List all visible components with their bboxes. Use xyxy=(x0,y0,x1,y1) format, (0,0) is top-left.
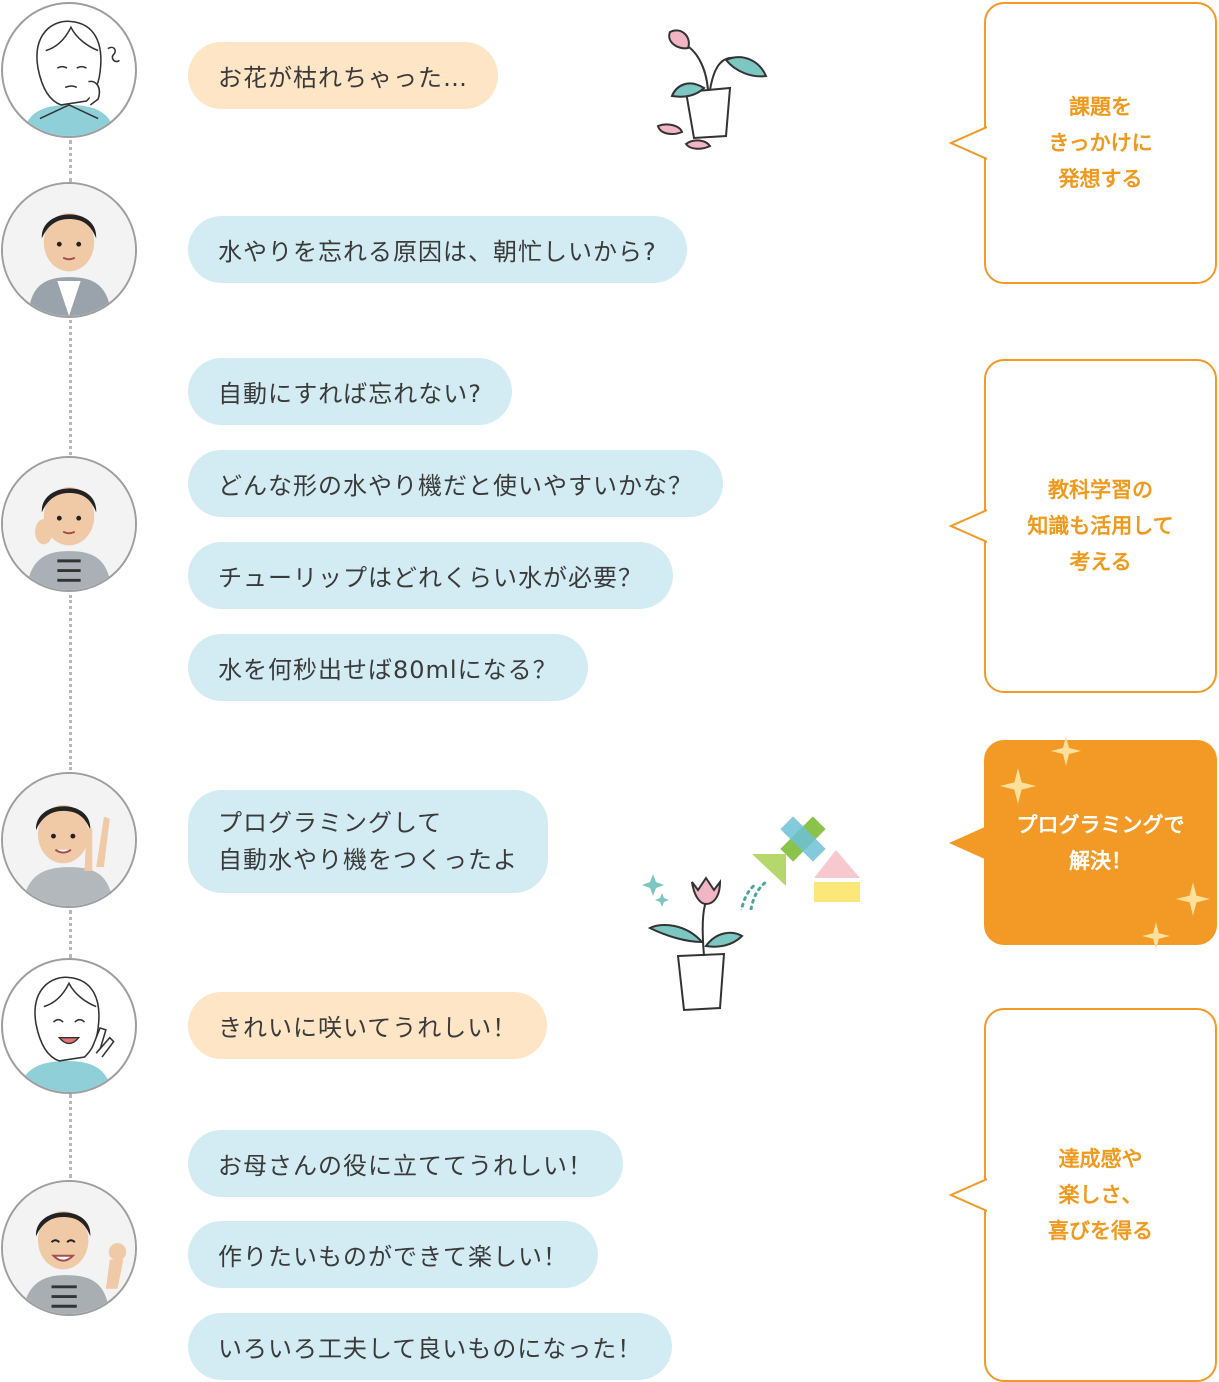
timeline-connector xyxy=(69,1094,72,1178)
callout-pointer xyxy=(949,126,987,160)
callout-box-highlight: プログラミングで 解決！ xyxy=(949,736,1217,950)
callout-box: 達成感や 楽しさ、 喜びを得る xyxy=(949,1008,1217,1382)
bubble-text: いろいろ工夫して良いものになった！ xyxy=(218,1335,643,1363)
boy-fist-pump-photo xyxy=(3,1182,135,1314)
speech-bubble: 作りたいものができて楽しい！ xyxy=(188,1221,598,1288)
boy-pointing-photo xyxy=(3,774,135,906)
sparkle-icon xyxy=(1000,768,1036,804)
callout-pointer xyxy=(949,825,987,860)
boy-avatar xyxy=(1,456,137,592)
speech-bubble: どんな形の水やり機だと使いやすいかな？ xyxy=(188,450,723,517)
callout-pointer xyxy=(949,509,987,543)
timeline-connector xyxy=(69,910,72,958)
boy-avatar xyxy=(1,772,137,908)
boy-avatar xyxy=(1,182,137,318)
speech-bubble: お花が枯れちゃった… xyxy=(188,42,498,109)
wilted-flower-pot-icon xyxy=(648,26,776,154)
callout-text: プログラミングで 解決！ xyxy=(1016,812,1185,873)
speech-bubble: プログラミングして 自動水やり機をつくったよ xyxy=(188,790,548,893)
bubble-text: 水を何秒出せば80mlになる？ xyxy=(218,656,558,684)
boy-thinking-photo xyxy=(3,184,135,316)
boy-hand-on-cheek-photo xyxy=(3,458,135,590)
mother-worried-illustration xyxy=(22,20,121,136)
speech-bubble: チューリップはどれくらい水が必要？ xyxy=(188,542,673,609)
bubble-text: お母さんの役に立ててうれしい！ xyxy=(218,1152,593,1180)
callout-text: 課題を きっかけに 発想する xyxy=(1048,95,1153,191)
bubble-text: 自動にすれば忘れない? xyxy=(218,380,482,408)
speech-bubble: 水を何秒出せば80mlになる？ xyxy=(188,634,588,701)
boy-avatar xyxy=(1,1180,137,1316)
mother-happy-illustration xyxy=(18,976,115,1092)
callout-box: 課題を きっかけに 発想する xyxy=(949,2,1217,284)
speech-bubble: 自動にすれば忘れない? xyxy=(188,358,512,425)
bubble-text-line: プログラミングして xyxy=(218,808,443,837)
callout-pointer xyxy=(949,1178,987,1212)
sparkle-icon xyxy=(1142,922,1170,950)
speech-bubble: お母さんの役に立ててうれしい！ xyxy=(188,1130,623,1197)
bubble-text: 水やりを忘れる原因は、朝忙しいから? xyxy=(218,238,657,266)
bubble-text: どんな形の水やり機だと使いやすいかな？ xyxy=(218,472,693,500)
callout-box: 教科学習の 知識も活用して 考える xyxy=(949,359,1217,693)
timeline-connector xyxy=(69,320,72,455)
speech-bubble: きれいに咲いてうれしい！ xyxy=(188,992,548,1059)
mother-avatar xyxy=(1,958,137,1094)
bubble-text: お花が枯れちゃった… xyxy=(218,64,468,92)
bubble-text: チューリップはどれくらい水が必要？ xyxy=(218,564,643,592)
speech-bubble: いろいろ工夫して良いものになった！ xyxy=(188,1313,673,1380)
blooming-flower-pot-icon xyxy=(640,862,770,1014)
timeline-connector xyxy=(69,595,72,770)
sparkle-icon xyxy=(1176,882,1210,916)
bubble-text: きれいに咲いてうれしい！ xyxy=(218,1014,518,1042)
bubble-text-line: 自動水やり機をつくったよ xyxy=(218,845,518,874)
mother-avatar xyxy=(1,2,137,138)
program-blocks-icon xyxy=(730,800,870,910)
bubble-text: 作りたいものができて楽しい！ xyxy=(218,1243,568,1271)
callout-text: 教科学習の 知識も活用して 考える xyxy=(1027,478,1174,574)
timeline-connector xyxy=(69,140,72,182)
sparkle-icon xyxy=(1051,736,1081,766)
speech-bubble: 水やりを忘れる原因は、朝忙しいから? xyxy=(188,216,687,283)
callout-text: 達成感や 楽しさ、 喜びを得る xyxy=(1048,1147,1153,1243)
